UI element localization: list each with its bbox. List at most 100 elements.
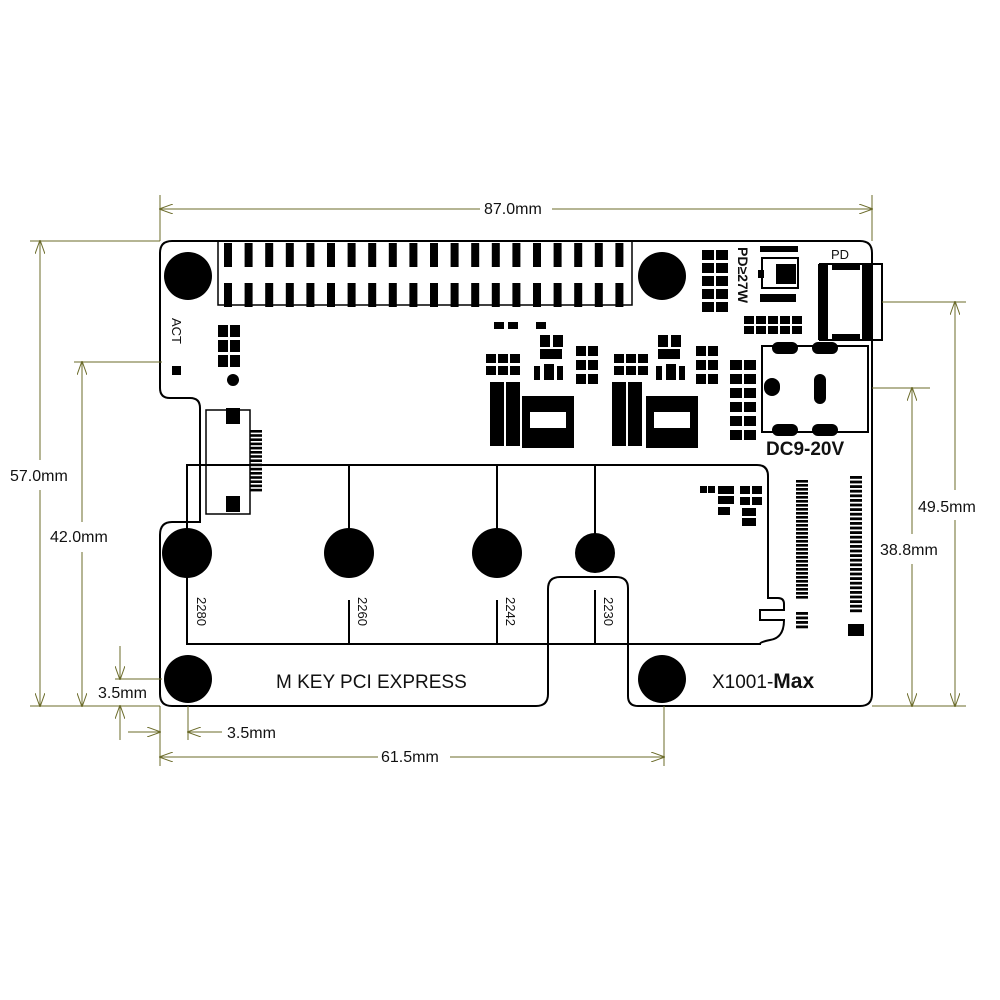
dim-hole-margin-y-label: 3.5mm (98, 685, 147, 702)
fpc-pin (250, 434, 262, 437)
size-label-2280: 2280 (194, 597, 209, 626)
dim-hole-margin-x-label: 3.5mm (227, 725, 276, 742)
power-section-right (612, 335, 718, 448)
edge-pad (850, 600, 862, 603)
gpio-pin (594, 283, 603, 307)
gpio-header (217, 240, 633, 307)
gpio-pin (285, 283, 294, 307)
edge-pad (796, 552, 808, 555)
edge-pad (850, 609, 862, 613)
right-connector-pads (796, 476, 864, 636)
edge-pad (796, 488, 808, 491)
dc-jack (730, 342, 869, 440)
fpc-pin (250, 438, 262, 441)
pd-label: PD (831, 247, 849, 262)
gpio-pin (615, 243, 624, 267)
edge-pad (796, 596, 808, 599)
gpio-pin (594, 243, 603, 267)
gpio-pin (347, 283, 356, 307)
size-label-2230: 2230 (601, 597, 616, 626)
gpio-pin (388, 283, 397, 307)
size-label-2242: 2242 (503, 597, 518, 626)
edge-pad (796, 504, 808, 507)
edge-pad (796, 500, 808, 503)
edge-pad (796, 532, 808, 535)
gpio-pin (533, 243, 541, 267)
gpio-pin (244, 283, 253, 307)
standoff-2242 (472, 528, 522, 578)
edge-pad (796, 625, 808, 629)
dc-label: DC9-20V (766, 439, 844, 460)
edge-pad (796, 520, 808, 523)
standoff-2280 (162, 528, 212, 578)
gpio-pin (244, 243, 253, 267)
mount-hole-bl (164, 655, 212, 703)
edge-pad (850, 476, 862, 479)
edge-pad (796, 508, 808, 511)
gpio-pin (265, 243, 274, 267)
model-suffix: Max (773, 670, 814, 693)
dim-port-height-label: 49.5mm (918, 499, 976, 516)
gpio-pin (306, 243, 315, 267)
edge-pad (796, 480, 808, 483)
edge-pad (796, 616, 808, 620)
gpio-pin (512, 283, 521, 307)
edge-pad (796, 612, 808, 615)
fpc-pin (250, 472, 262, 475)
fpc-pin (250, 488, 262, 492)
fpc-pin (250, 484, 262, 488)
edge-pad (796, 540, 808, 543)
gpio-pin (450, 283, 459, 307)
edge-pad (796, 536, 808, 539)
standoff-2260 (324, 528, 374, 578)
edge-pad (850, 535, 862, 539)
fpc-pin (250, 451, 262, 454)
gpio-pin (471, 243, 480, 267)
edge-pad (850, 586, 862, 590)
m2-slot-outline (186, 464, 786, 645)
gpio-pin (285, 243, 294, 267)
edge-pad (796, 572, 808, 575)
edge-pad (850, 581, 862, 585)
edge-pad (796, 548, 808, 551)
dim-width-label: 87.0mm (484, 201, 542, 218)
gpio-pin (306, 283, 315, 307)
gpio-pin (512, 243, 521, 267)
edge-pad (796, 592, 808, 595)
mount-hole-br (638, 655, 686, 703)
gpio-pin (327, 283, 335, 307)
act-label: ACT (169, 318, 184, 344)
edge-pad (850, 508, 862, 511)
gpio-pin (368, 283, 377, 307)
gpio-pin (430, 283, 438, 307)
edge-pad (850, 480, 862, 484)
edge-pad (796, 568, 808, 571)
fpc-pin (250, 455, 262, 458)
board-outline (159, 240, 873, 707)
edge-pad (850, 526, 862, 530)
gpio-pin (430, 243, 438, 267)
fpc-pin (250, 467, 262, 471)
edge-pad (850, 549, 862, 553)
fpc-pin (250, 463, 262, 467)
edge-pad (796, 560, 808, 563)
edge-pad (850, 545, 862, 548)
gpio-pin (450, 243, 459, 267)
gpio-pin (409, 283, 418, 307)
edge-pad (850, 568, 862, 571)
edge-pad (850, 558, 862, 562)
dim-jack-height-label: 38.8mm (880, 542, 938, 559)
edge-pad (796, 528, 808, 531)
fpc-pin (250, 430, 262, 433)
edge-pad (850, 540, 862, 544)
edge-pad (850, 494, 862, 498)
dim-hole-offset-label: 42.0mm (50, 529, 108, 546)
edge-pad (850, 554, 862, 557)
gpio-pin (471, 283, 480, 307)
edge-pad (796, 621, 808, 624)
edge-pad (796, 588, 808, 591)
gpio-pin (574, 243, 583, 267)
gpio-pin (533, 283, 541, 307)
gpio-pin (409, 243, 418, 267)
